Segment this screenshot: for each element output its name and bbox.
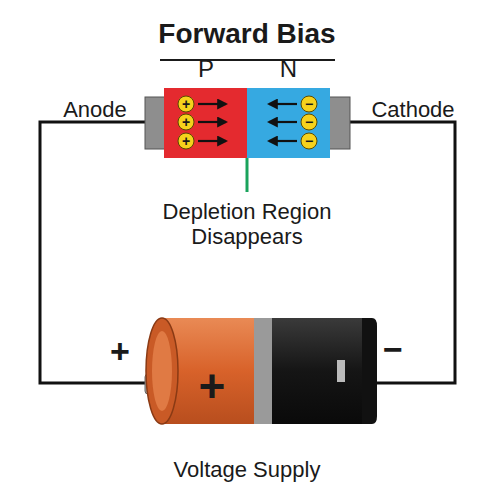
battery bbox=[145, 318, 377, 424]
terminal-label: Anode bbox=[63, 97, 127, 122]
terminal-label: Cathode bbox=[371, 97, 454, 122]
electron-carrier bbox=[301, 96, 317, 112]
region-label: N bbox=[247, 55, 330, 83]
hole-carrier bbox=[178, 96, 194, 112]
region-label: P bbox=[164, 55, 248, 83]
anode-contact bbox=[145, 97, 165, 149]
flow-arrow bbox=[269, 121, 297, 123]
polarity-sign: + bbox=[110, 332, 130, 371]
polarity-sign: − bbox=[383, 330, 403, 369]
electron-carrier bbox=[301, 114, 317, 130]
battery-sign: + bbox=[199, 360, 226, 413]
title: Forward Bias bbox=[158, 18, 335, 50]
electron-carrier bbox=[301, 133, 317, 149]
flow-arrow bbox=[269, 140, 297, 142]
depletion-label: Depletion Region Disappears bbox=[147, 199, 347, 250]
battery-face bbox=[146, 318, 178, 424]
charge-sign: + bbox=[182, 114, 190, 130]
supply-label: Voltage Supply bbox=[174, 457, 321, 482]
battery-band bbox=[252, 318, 272, 424]
charge-sign: − bbox=[305, 96, 313, 112]
flow-arrow bbox=[198, 103, 226, 105]
cathode-contact bbox=[329, 97, 350, 149]
flow-arrow bbox=[269, 103, 297, 105]
title-underline bbox=[160, 59, 335, 61]
hole-carrier bbox=[178, 133, 194, 149]
charge-sign: + bbox=[182, 133, 190, 149]
charge-sign: − bbox=[305, 133, 313, 149]
wire bbox=[40, 122, 146, 383]
charge-sign: + bbox=[182, 96, 190, 112]
flow-arrow bbox=[198, 140, 226, 142]
flow-arrow bbox=[198, 121, 226, 123]
p-region: P bbox=[164, 88, 248, 158]
n-region: N bbox=[247, 88, 330, 158]
charge-sign: − bbox=[305, 114, 313, 130]
hole-carrier bbox=[178, 114, 194, 130]
battery-mark bbox=[337, 360, 345, 382]
battery-face bbox=[152, 331, 172, 411]
battery-body bbox=[270, 318, 362, 424]
